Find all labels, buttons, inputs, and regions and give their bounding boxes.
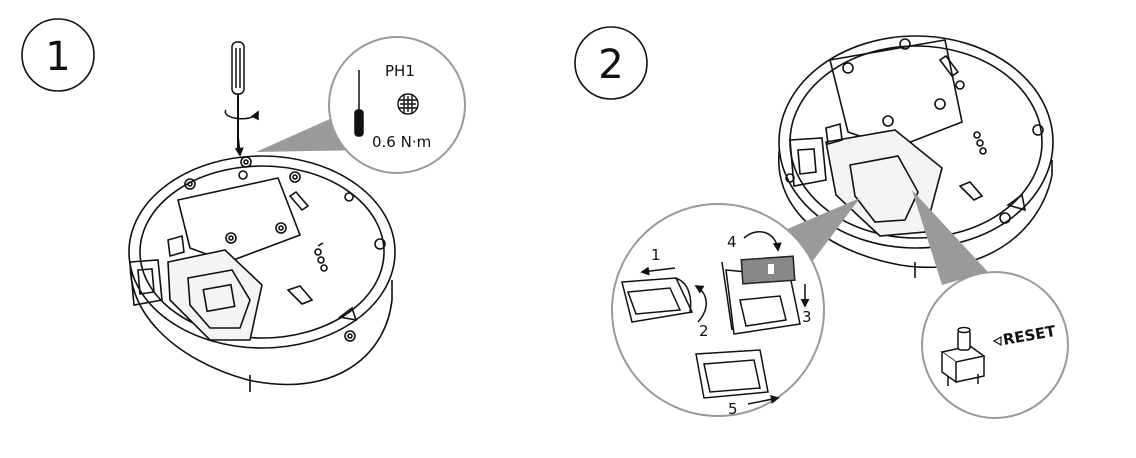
step-2-number: 2 <box>598 42 623 88</box>
step-1-number: 1 <box>45 34 70 80</box>
reset-callout: RESET <box>921 271 1069 419</box>
mini-screwdriver-icon <box>354 70 364 137</box>
step-1-badge <box>21 18 95 92</box>
tool-type-label: PH1 <box>385 62 415 80</box>
phillips-head-icon <box>397 93 419 115</box>
arrow-step-5 <box>747 394 780 405</box>
arrow-step-4 <box>743 231 782 252</box>
reset-callout-pointer <box>912 190 988 285</box>
step-1-panel: 1 <box>21 18 466 392</box>
screwdriver <box>224 41 259 157</box>
detector-base-1 <box>128 155 396 392</box>
reset-pointer-icon <box>992 335 1002 347</box>
step-2-panel: 2 <box>574 26 1069 419</box>
torque-label: 0.6 N·m <box>372 133 431 151</box>
arrow-step-1 <box>640 266 676 276</box>
step-label-1: 1 <box>651 246 661 264</box>
card-slot-callout: 1 2 3 4 5 <box>611 203 825 418</box>
card-tray-lower <box>695 349 769 399</box>
step-label-5: 5 <box>728 400 738 418</box>
reset-button-icon <box>940 326 986 386</box>
step-2-badge <box>574 26 648 100</box>
step-label-4: 4 <box>727 233 737 251</box>
card-callout-pointer <box>785 198 860 262</box>
arrow-step-2 <box>694 285 707 323</box>
step-label-2: 2 <box>699 322 709 340</box>
tool-callout: PH1 0.6 N·m <box>328 36 466 174</box>
detector-base-2 <box>777 35 1054 278</box>
step-label-3: 3 <box>802 308 812 326</box>
